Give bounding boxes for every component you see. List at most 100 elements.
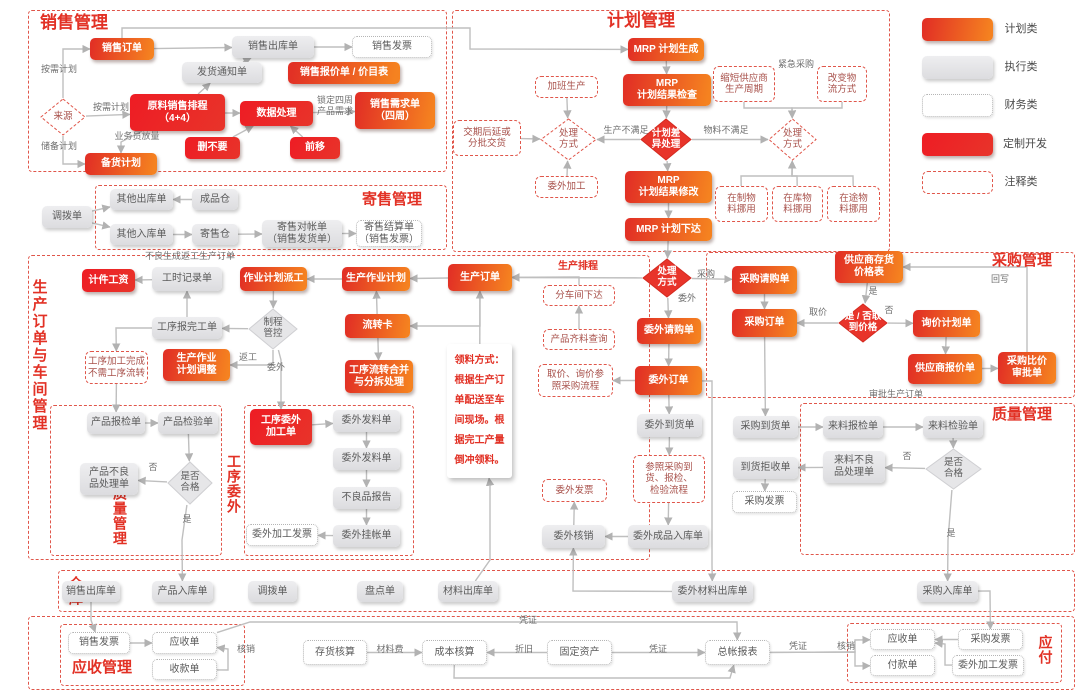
product-defect-handle: 产品不良 品处理单: [80, 463, 138, 495]
edge-general-ledger-report-to-payment-ap: [769, 651, 871, 671]
product-inspection: 产品检验单: [158, 412, 218, 434]
source-diamond-label: 来源: [53, 110, 73, 122]
edge-sales-outbound-wh-to-sales-invoice-ar: [88, 602, 97, 633]
lbl-production-unmet: 生产不满足: [603, 125, 649, 136]
overtime-production: 加班生产: [535, 76, 598, 98]
legend-swatch-exec: [922, 56, 993, 79]
edge-flow-card-to-process-flow-merge-split: [374, 337, 383, 361]
job-plan-adjust: 生产作业 计划调整: [163, 349, 230, 381]
process-control-label: 制程 管控: [263, 317, 283, 339]
outsource-material-outbound-wh: 委外材料出库单: [672, 581, 753, 602]
edge-inquiry-plan-to-supplier-quotation: [941, 336, 950, 355]
edge-qualified-diamond-right-to-purchase-inbound-wh: [943, 489, 953, 582]
incoming-inspection: 来料检验单: [923, 416, 983, 438]
process-control: 制程 管控: [248, 308, 298, 350]
incoming-inspection-apply: 来料报检单: [823, 416, 883, 438]
outsource-booking-order: 委外挂帐单: [333, 525, 400, 547]
lbl-no-price: 否: [884, 305, 894, 316]
legend-label-finance: 财务类: [1004, 99, 1038, 112]
payment-ap: 付款单: [870, 655, 935, 676]
vtitle-process-outsource: 工序委外: [226, 454, 242, 514]
edge-qualified-diamond-right-to-incoming-defect-handle: [884, 463, 926, 472]
edge-move-forward-to-data-processing: [289, 125, 304, 138]
legend-label-note: 注释类: [1004, 176, 1038, 189]
general-ledger-report: 总帐报表: [705, 640, 770, 665]
lbl-urgent-purchase: 紧急采购: [777, 59, 814, 70]
qualified-diamond-right: 是否 合格: [925, 448, 982, 490]
edge-production-order-to-production-job-plan: [409, 274, 449, 283]
outsource-finished-inbound: 委外成品入库单: [628, 525, 708, 548]
lbl-rework-order: 不良生成返工生产订单: [144, 251, 235, 262]
sales-invoice-ar: 销售发票: [68, 632, 130, 654]
handle-method-2-label: 处理 方式: [782, 127, 802, 150]
other-inbound-order: 其他入库单: [110, 224, 173, 245]
process-flow-merge-split: 工序流转合并 与分拆处理: [345, 360, 413, 393]
edge-product-inspection-to-qualified-diamond-left: [184, 433, 194, 462]
lbl-yes-left: 是: [182, 514, 192, 525]
title-planning: 计划管理: [607, 10, 675, 30]
outsource-invoice: 委外发票: [542, 479, 607, 502]
edge-data-processing-to-sales-demand-order: [312, 107, 356, 116]
wip-material-divert: 在制物 料挪用: [715, 186, 768, 222]
edge-outsource-writeoff-to-outsource-invoice: [569, 501, 579, 526]
purchase-invoice-ap: 采购发票: [958, 629, 1023, 650]
transfer-order-wh: 调拨单: [248, 581, 297, 602]
edge-material-sales-schedule-to-shipping-notice: [197, 82, 211, 95]
mrp-generate: MRP 计划生成: [628, 38, 704, 61]
edge-receipt-ar-to-receivable-ar: [216, 644, 229, 671]
edge-sales-order-to-sales-outbound-order: [153, 43, 233, 52]
plan-diff-handle-label: 计划差 异处理: [651, 127, 681, 150]
edge-process-outsource-order-to-outsource-material-issue-1: [311, 419, 334, 429]
edge-shorten-supplier-cycle-to-handle-method-2: [743, 102, 797, 119]
edge-plan-diff-handle-to-mrp-result-modify: [663, 160, 672, 172]
delay-or-batch: 交期后延或 分批交货: [453, 120, 521, 156]
sales-quotation-pricelist: 销售报价单 / 价目表: [288, 62, 400, 84]
source-diamond: 来源: [40, 98, 86, 136]
sales-order: 销售订单: [90, 38, 154, 60]
edge-transit-material-divert-to-handle-method-2: [787, 160, 854, 187]
legend-label-exec: 执行类: [1004, 61, 1038, 74]
purchase-requisition: 采购请购单: [732, 266, 797, 294]
lbl-yes-price: 是: [868, 286, 878, 297]
outsource-writeoff: 委外核销: [542, 525, 605, 548]
vtitle-qc-left: 质量管理: [112, 486, 128, 546]
edge-workshop-release-to-production-order: [511, 273, 580, 285]
title-purchase: 采购管理: [991, 252, 1052, 270]
flow-card: 流转卡: [345, 314, 410, 338]
edge-handle-method-mid-to-outsource-requisition: [664, 297, 673, 319]
sec-process-outsource: [244, 405, 414, 556]
edge-outsource-invoice-ap-to-receivable-ap: [934, 639, 953, 666]
edge-material-sales-schedule-to-stock-up-plan: [116, 130, 143, 154]
stock-material-divert: 在库物 料挪用: [772, 186, 823, 222]
purchase-invoice: 采购发票: [732, 491, 797, 513]
edge-cost-accounting-to-general-ledger-report: [453, 664, 736, 679]
product-inspection-apply: 产品报检单: [87, 412, 145, 434]
edge-process-control-to-job-plan-adjust: [229, 350, 274, 370]
lbl-production-scheduling: 生产排程: [558, 261, 598, 273]
qualified-diamond-left-label: 是否 合格: [180, 471, 200, 493]
sec-consignment: [95, 185, 447, 250]
lbl-voucher-2: 凭证: [648, 644, 667, 655]
lbl-reserve-plan: 储备计划: [40, 141, 77, 152]
legend-swatch-custom: [922, 133, 993, 156]
edge-material-outbound-wh-to-material-pick-note: [474, 477, 495, 582]
purchase-arrival-order: 采购到货单: [733, 416, 798, 438]
sec-ar: [60, 624, 245, 686]
piece-wage: 计件工资: [82, 269, 135, 292]
process-completion-report: 工序报完工单: [152, 317, 222, 339]
lbl-voucher-3: 凭证: [788, 641, 807, 652]
lbl-no-left: 否: [148, 462, 158, 473]
shorten-supplier-cycle: 缩短供应商 生产周期: [713, 66, 775, 102]
receipt-ar: 收款单: [152, 659, 217, 680]
stock-up-plan: 备货计划: [85, 153, 157, 175]
legend-label-custom: 定制开发: [1003, 138, 1047, 151]
lbl-purchase: 采购: [696, 269, 715, 280]
data-processing: 数据处理: [240, 101, 313, 126]
product-inbound-wh: 产品入库单: [152, 581, 213, 602]
material-sales-schedule: 原料销售排程 （4+4）: [130, 94, 225, 131]
lbl-rework: 返工: [238, 352, 257, 363]
price-found-diamond-label: 是 / 否取 到价格: [844, 311, 882, 333]
consignment-warehouse: 寄售仓: [192, 224, 238, 245]
